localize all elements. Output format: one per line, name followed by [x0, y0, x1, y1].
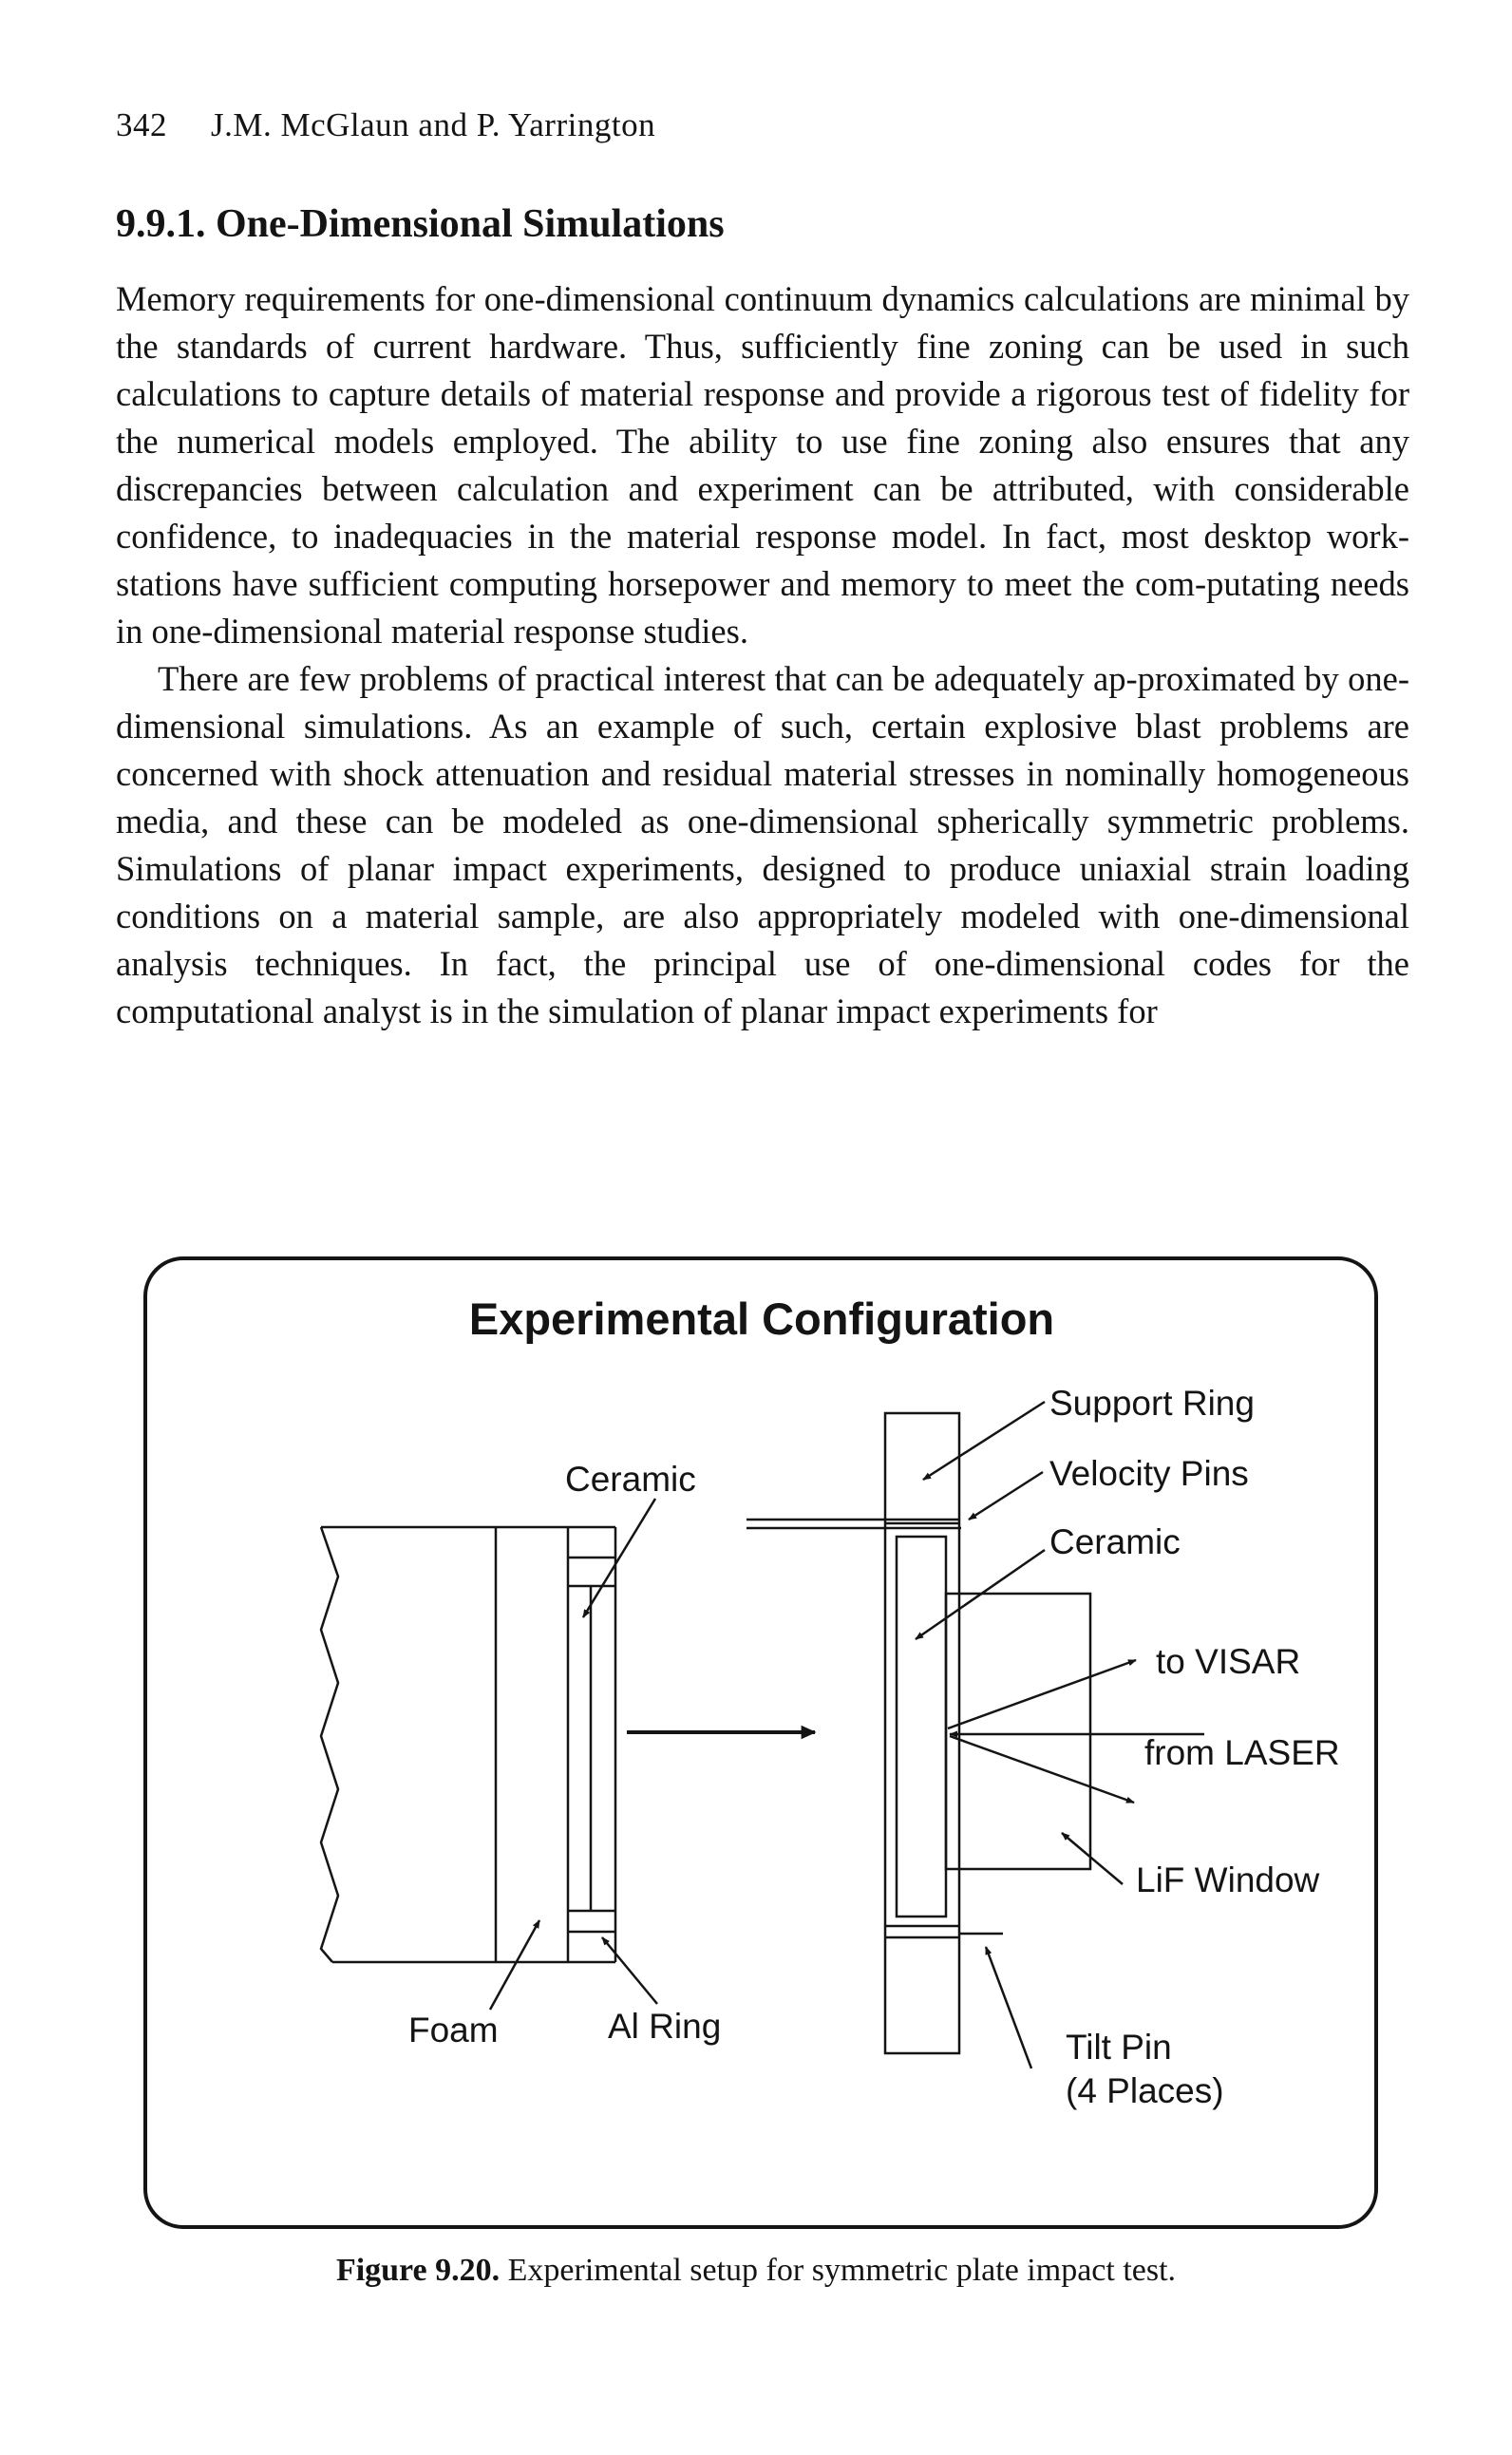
beam-reflected — [949, 1734, 1135, 1804]
lif-window-leader — [1061, 1832, 1124, 1885]
figure-caption: Figure 9.20. Experimental setup for symm… — [0, 2253, 1512, 2289]
label-ceramic-right: Ceramic — [1049, 1522, 1181, 1561]
label-al-ring: Al Ring — [608, 2007, 721, 2046]
running-head-authors: J.M. McGlaun and P. Yarrington — [211, 106, 656, 143]
label-velocity-pins: Velocity Pins — [1049, 1454, 1249, 1493]
body-text: Memory requirements for one-dimensional … — [116, 275, 1409, 1035]
projectile-assembly — [319, 1525, 617, 1964]
paragraph-2: There are few problems of practical inte… — [116, 659, 1409, 1030]
figure-caption-text: Experimental setup for symmetric plate i… — [500, 2253, 1177, 2288]
label-to-visar: to VISAR — [1156, 1642, 1300, 1681]
label-foam: Foam — [408, 2011, 499, 2049]
label-tilt-pin-places: (4 Places) — [1066, 2071, 1224, 2110]
foam-leader — [488, 1919, 541, 2011]
running-head: 342 J.M. McGlaun and P. Yarrington — [116, 106, 655, 144]
foam-wavy-edge — [319, 1526, 340, 1963]
figure-caption-label: Figure 9.20. — [335, 2253, 501, 2288]
lif-window — [944, 1592, 1092, 1871]
page-number: 342 — [116, 106, 167, 143]
label-support-ring: Support Ring — [1049, 1384, 1255, 1423]
figure-title: Experimental Configuration — [469, 1294, 1054, 1344]
label-from-laser: from LASER — [1144, 1733, 1340, 1772]
support-ring-leader — [922, 1400, 1046, 1482]
label-tilt-pin: Tilt Pin — [1066, 2028, 1172, 2067]
paragraph-1: Memory requirements for one-dimensional … — [116, 279, 1409, 651]
label-ceramic-left: Ceramic — [565, 1460, 696, 1499]
section-heading: 9.9.1. One-Dimensional Simulations — [116, 202, 725, 246]
ceramic-target — [895, 1535, 948, 1918]
label-lif-window: LiF Window — [1136, 1860, 1320, 1899]
tilt-pin-leader — [984, 1946, 1033, 2069]
ceramic-right-leader — [915, 1548, 1046, 1641]
velocity-pins-leader — [968, 1470, 1044, 1521]
beam-to-visar — [947, 1658, 1137, 1730]
figure-frame — [143, 1256, 1378, 2229]
ceramic-left-leader — [581, 1498, 657, 1618]
al-ring-leader — [601, 1936, 658, 2005]
